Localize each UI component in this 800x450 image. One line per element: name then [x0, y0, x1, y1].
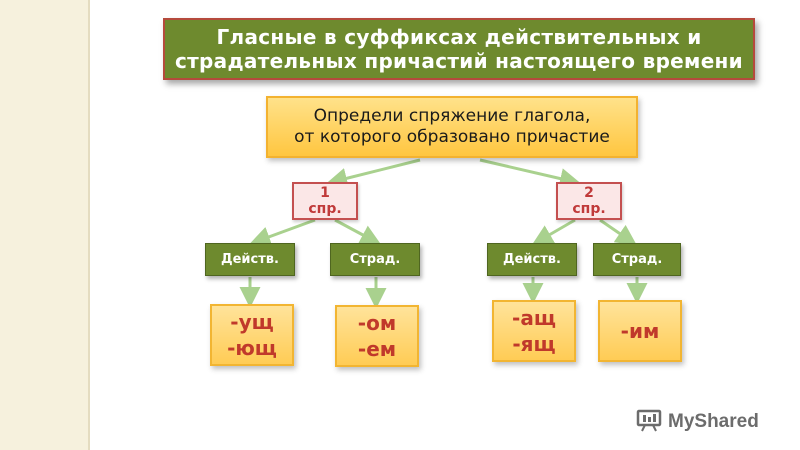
conjugation-2-number: 2	[584, 185, 594, 201]
title-line-2: страдательных причастий настоящего време…	[175, 49, 743, 73]
suffix-box-conj2-active: -ащ -ящ	[492, 300, 576, 362]
title-line-1: Гласные в суффиксах действительных и	[216, 25, 702, 49]
arrow-hint-to-conj2	[479, 158, 581, 189]
suffix-box-conj1-passive: -ом -ем	[335, 305, 419, 367]
presentation-board-icon	[636, 408, 662, 436]
conj1-passive-box: Страд.	[330, 243, 420, 276]
myshared-watermark: MyShared	[636, 408, 759, 436]
left-decorative-strip	[0, 0, 90, 450]
hint-box: Определи спряжение глагола, от которого …	[266, 96, 638, 158]
conj1-active-box: Действ.	[205, 243, 295, 276]
arrow-conj1-to-passive	[334, 218, 382, 245]
suffix-ush: -ущ	[230, 310, 274, 334]
arrow-conj2-to-passive	[599, 218, 637, 246]
suffix-box-conj2-passive: -им	[598, 300, 682, 362]
conjugation-1-box: 1 спр.	[292, 182, 358, 220]
conjugation-1-abbr: спр.	[308, 201, 342, 217]
suffix-im: -им	[620, 319, 660, 343]
arrow-conj2-to-active	[531, 218, 576, 246]
suffix-box-conj1-active: -ущ -ющ	[210, 304, 294, 366]
conjugation-1-number: 1	[320, 185, 330, 201]
diagram-title: Гласные в суффиксах действительных и стр…	[163, 18, 755, 80]
arrow-hint-to-conj1	[326, 158, 421, 189]
arrow-conj1-to-active	[249, 218, 316, 247]
hint-line-2: от которого образовано причастие	[294, 127, 610, 147]
conjugation-2-abbr: спр.	[572, 201, 606, 217]
suffix-yash: -ящ	[512, 332, 556, 356]
conj2-active-box: Действ.	[487, 243, 577, 276]
suffix-ash: -ащ	[512, 306, 556, 330]
hint-line-1: Определи спряжение глагола,	[313, 106, 591, 126]
suffix-yush: -ющ	[227, 336, 277, 360]
conjugation-2-box: 2 спр.	[556, 182, 622, 220]
suffix-em: -ем	[357, 337, 397, 361]
suffix-om: -ом	[357, 311, 397, 335]
conj2-passive-box: Страд.	[593, 243, 681, 276]
watermark-text: MyShared	[668, 411, 759, 432]
